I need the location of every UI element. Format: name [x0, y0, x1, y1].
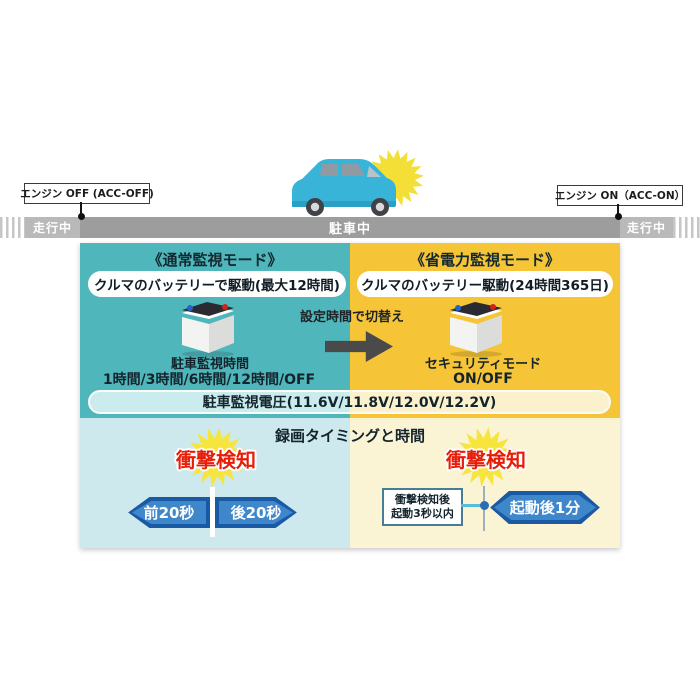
recording-heading-text: 録画タイミングと時間: [274, 426, 425, 445]
engine-off-connector: [80, 202, 82, 216]
shock-detect-left-text: 衝撃検知: [176, 447, 256, 472]
power-save-mode-title: 《省電力監視モード》: [350, 250, 620, 269]
battery-icon-left: [182, 302, 234, 357]
power-save-power-pill: クルマのバッテリー駆動(24時間365日): [357, 271, 613, 297]
record-after-arrow-fill: [219, 501, 293, 524]
switch-label: 設定時間で切替え: [300, 307, 405, 325]
timing-dot: [479, 500, 489, 510]
normal-power-text: クルマのバッテリーで駆動(最大12時間): [94, 278, 340, 294]
security-options-text: ON/OFF: [453, 370, 513, 387]
record-duration-arrow: 起動後1分: [490, 491, 600, 524]
note-line2: 起動3秒以内: [391, 507, 454, 520]
record-arrows-divider: [210, 487, 215, 537]
record-after-label: 後20秒: [230, 504, 282, 522]
shock-detect-left: 衝撃検知: [156, 447, 276, 472]
shock-burst-icon-right: [455, 427, 515, 487]
timeline-driving-right: 走行中: [620, 217, 673, 238]
battery-terminal-blue: [187, 305, 193, 311]
engine-off-callout: エンジン OFF (ACC-OFF): [20, 183, 154, 204]
startup-note-box: 衝撃検知後 起動3秒以内: [382, 488, 463, 526]
shock-burst-icon-left: [186, 427, 246, 487]
record-before-arrow-fill: [132, 501, 206, 524]
battery-terminal-red: [222, 304, 228, 310]
monitor-time-options-text: 1時間/3時間/6時間/12時間/OFF: [102, 371, 316, 388]
engine-on-callout: エンジン ON（ACC-ON）: [554, 185, 686, 206]
driving-left-label: 走行中: [32, 221, 72, 235]
shock-detect-right-text: 衝撃検知: [446, 447, 526, 472]
shock-detect-right: 衝撃検知: [426, 447, 546, 472]
timeline-stripes-left: [0, 217, 25, 238]
normal-mode-title: 《通常監視モード》: [80, 250, 350, 269]
battery-icon-right: [450, 302, 502, 357]
security-mode-label: セキュリティモード: [373, 355, 593, 372]
voltage-pill: 駐車監視電圧(11.6V/11.8V/12.0V/12.2V): [88, 390, 611, 414]
record-before-label: 前20秒: [143, 504, 195, 522]
security-mode-options: ON/OFF: [373, 370, 593, 387]
normal-mode-title-text: 《通常監視モード》: [147, 250, 283, 269]
engine-on-label: エンジン ON（ACC-ON）: [554, 190, 686, 202]
timeline-parked: 駐車中: [80, 217, 620, 238]
note-line1: 衝撃検知後: [395, 493, 450, 506]
engine-off-dot: [77, 213, 85, 220]
voltage-label-text: 駐車監視電圧(11.6V/11.8V/12.0V/12.2V): [202, 395, 497, 411]
engine-on-dot: [614, 213, 622, 220]
engine-off-label: エンジン OFF (ACC-OFF): [20, 188, 154, 200]
monitor-time-label: 駐車監視時間: [110, 355, 310, 372]
record-duration-fill: [494, 495, 596, 520]
monitor-time-options: 1時間/3時間/6時間/12時間/OFF: [78, 370, 340, 388]
normal-power-pill: クルマのバッテリーで駆動(最大12時間): [88, 271, 346, 297]
engine-on-connector: [617, 204, 619, 216]
battery-terminal-red: [490, 304, 496, 310]
timeline-stripes-right: [673, 217, 700, 238]
power-save-power-text: クルマのバッテリー駆動(24時間365日): [361, 278, 609, 294]
record-duration-label: 起動後1分: [509, 499, 581, 517]
power-save-title-text: 《省電力監視モード》: [409, 250, 560, 269]
driving-right-label: 走行中: [626, 221, 666, 235]
timeline-driving-left: 走行中: [25, 217, 80, 238]
security-label-text: セキュリティモード: [424, 357, 542, 372]
note-connector-line: [461, 503, 481, 507]
battery-terminal-blue: [455, 305, 461, 311]
switch-label-text: 設定時間で切替え: [300, 310, 405, 325]
recording-heading: 録画タイミングと時間: [80, 426, 620, 445]
monitor-time-label-text: 駐車監視時間: [170, 357, 249, 372]
car-illustration: [292, 150, 424, 216]
parked-label: 駐車中: [328, 222, 371, 237]
